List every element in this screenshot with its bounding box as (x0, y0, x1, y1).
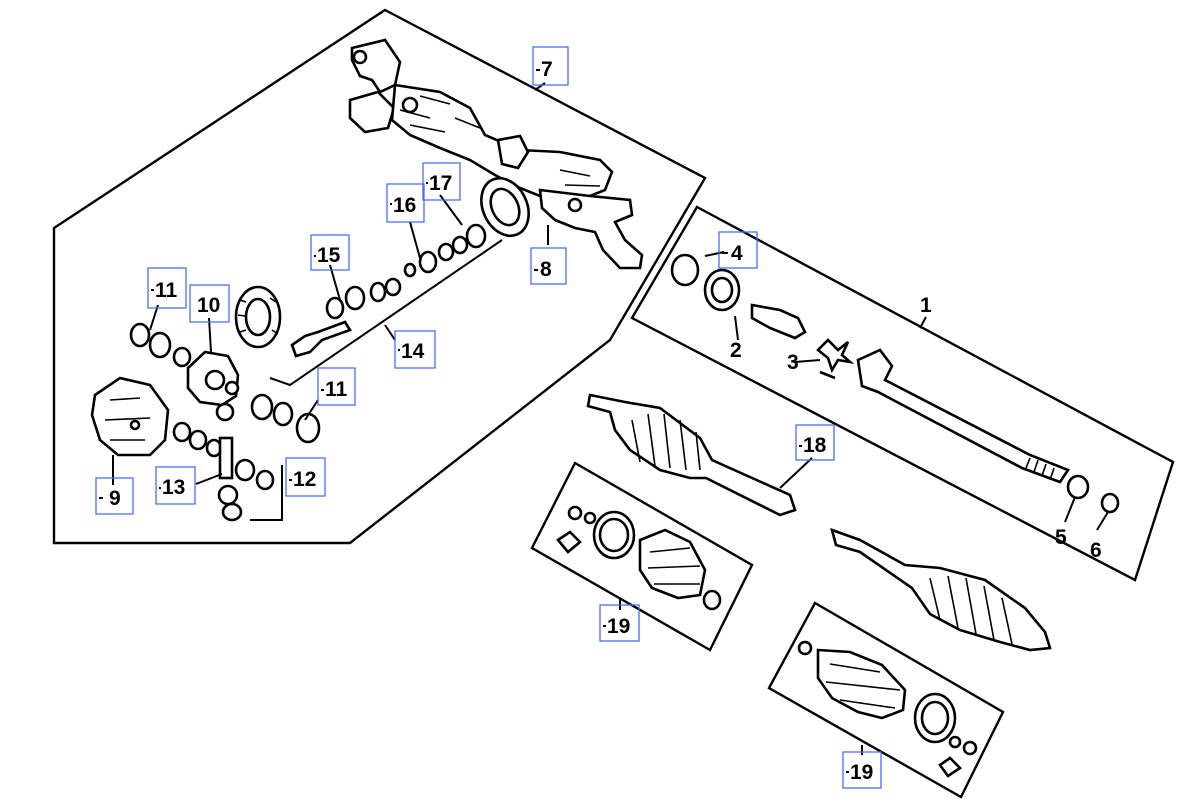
ring-gear (234, 285, 282, 349)
pinion-bracket-line (269, 239, 503, 387)
nut-5 (1066, 474, 1090, 500)
callout-box-11b (317, 367, 356, 406)
callout-10: 10 (197, 294, 220, 317)
callout-11-right: 11 (325, 378, 348, 401)
callout-15: 15 (317, 244, 341, 267)
u-joint-3 (816, 338, 855, 380)
callout-box-14 (394, 330, 436, 369)
side-gears-12-13 (172, 402, 275, 522)
pinion-gear (290, 320, 352, 358)
callout-box-9 (95, 477, 134, 515)
callout-3: 3 (787, 351, 799, 374)
callout-box-8 (530, 247, 567, 285)
callout-4: 4 (731, 242, 743, 265)
callout-13: 13 (162, 476, 185, 499)
callout-18: 18 (803, 434, 827, 457)
callout-14: 14 (401, 340, 425, 363)
callout-dash-markers (99, 69, 849, 773)
bearings-11-left (129, 322, 192, 368)
bearings-11-right (250, 393, 321, 444)
yoke-2 (750, 303, 807, 340)
callout-6: 6 (1090, 539, 1102, 562)
callout-box-15 (310, 234, 350, 271)
callout-box-17 (422, 162, 461, 201)
callout-box-7 (532, 46, 569, 86)
callout-12: 12 (293, 468, 316, 491)
callout-box-12 (285, 457, 326, 497)
pinion-shaft-bearings-15 (325, 277, 402, 320)
boot-kit-right-19 (797, 640, 978, 778)
differential-case-10 (186, 350, 240, 407)
nut-6 (1100, 492, 1120, 514)
intermediate-shaft-1 (856, 348, 1070, 484)
callout-box-11a (147, 267, 187, 309)
seal-4 (670, 253, 741, 312)
callout-9: 9 (109, 487, 121, 510)
shims-16-17 (403, 223, 487, 278)
callout-box-19a (599, 604, 640, 642)
callout-16: 16 (393, 194, 416, 217)
callout-11-left: 11 (155, 279, 178, 302)
callout-7: 7 (541, 58, 553, 81)
differential-cover-9 (90, 376, 170, 457)
outer-cv-axle-18 (586, 393, 797, 517)
shaft-group-outline (630, 205, 1175, 582)
axle-group-outline (52, 8, 707, 545)
leader-lines (112, 82, 1109, 755)
callout-5: 5 (1055, 526, 1067, 549)
callout-8: 8 (540, 258, 552, 281)
boot-kit-left-19 (556, 505, 722, 611)
callout-box-4 (718, 231, 758, 269)
callout-19-left: 19 (607, 615, 630, 638)
callout-box-13 (155, 466, 196, 505)
boot-kit-outline-left (530, 461, 754, 652)
boot-kit-outline-right (767, 601, 1005, 799)
inner-cv-axle-18 (830, 527, 1052, 652)
callout-2: 2 (730, 339, 742, 362)
callout-box-19b (842, 751, 882, 789)
callout-19-right: 19 (850, 761, 873, 784)
callout-box-18 (795, 424, 835, 461)
callout-box-10 (189, 284, 230, 323)
callout-box-16 (386, 183, 425, 223)
axle-housing (348, 38, 644, 270)
callout-1: 1 (920, 294, 932, 317)
callout-17: 17 (429, 172, 452, 195)
